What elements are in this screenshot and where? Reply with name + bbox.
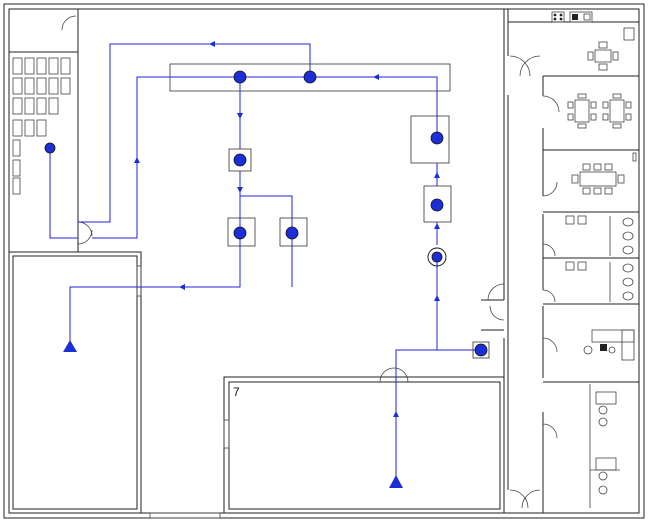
blue-node-icon xyxy=(233,70,247,84)
bottom-threshold xyxy=(149,512,221,519)
equipment xyxy=(169,63,490,359)
table-chair-icon xyxy=(587,41,619,71)
room-7: 7 xyxy=(223,367,505,514)
table-chair-icon xyxy=(571,163,625,195)
entry-markers xyxy=(63,340,403,488)
blue-node-icon xyxy=(431,251,443,263)
entry-triangle-icon xyxy=(63,340,77,352)
storage-racks xyxy=(12,57,71,195)
sink-icon xyxy=(565,215,587,271)
toilet-icon xyxy=(622,217,634,301)
blue-node-icon xyxy=(285,226,299,240)
left-storage-room xyxy=(9,52,93,253)
room-7-label: 7 xyxy=(233,385,240,399)
furniture xyxy=(551,11,637,495)
table-chair-icon xyxy=(602,93,632,129)
square-machine-right xyxy=(410,115,450,164)
stove-icon xyxy=(551,11,565,23)
toilet-icon xyxy=(595,391,617,495)
flow-nodes xyxy=(44,70,488,357)
table-chair-icon xyxy=(567,93,597,129)
blue-node-icon xyxy=(233,153,247,167)
blue-node-icon xyxy=(430,131,444,145)
blue-node-icon xyxy=(474,343,488,357)
blue-node-icon xyxy=(44,142,56,154)
fridge-icon xyxy=(623,27,635,41)
blue-node-icon xyxy=(427,247,447,267)
right-wing xyxy=(507,9,639,513)
flow-lines xyxy=(49,41,481,482)
top-left-room xyxy=(9,9,79,53)
table-chair-icon xyxy=(583,329,635,361)
blue-node-icon xyxy=(430,198,444,212)
blue-node-icon xyxy=(233,226,247,240)
bottom-left-room xyxy=(8,251,142,514)
entry-triangle-icon xyxy=(389,475,403,488)
blue-node-icon xyxy=(303,70,317,84)
sink-icon xyxy=(569,11,593,23)
